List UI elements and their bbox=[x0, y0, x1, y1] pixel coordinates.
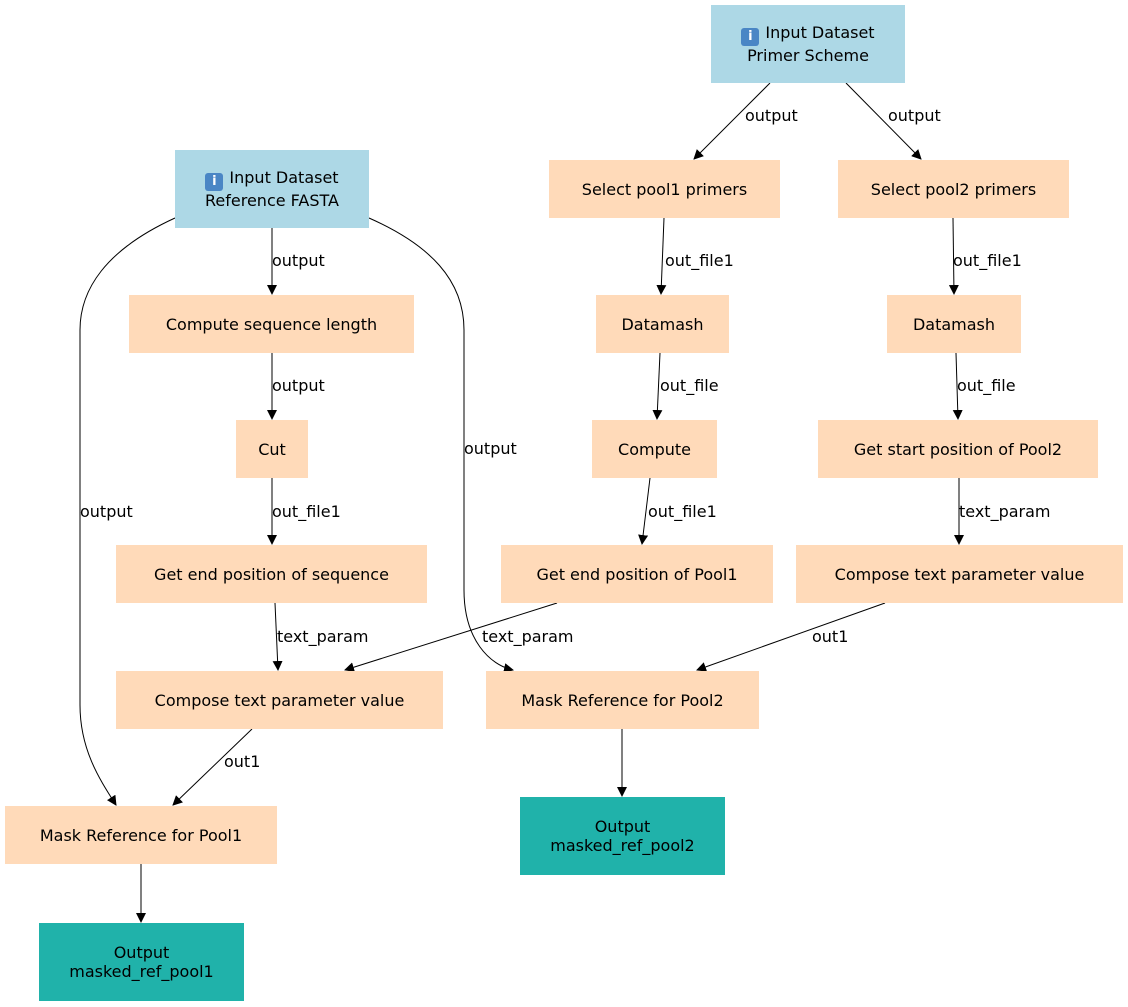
edge-label: out1 bbox=[812, 627, 849, 646]
node-mask-pool1-label: Mask Reference for Pool1 bbox=[39, 825, 243, 845]
edge-label: out_file1 bbox=[953, 251, 1022, 270]
edge-arrow bbox=[272, 602, 283, 671]
info-icon: i bbox=[205, 173, 224, 191]
node-output-pool1-line2: masked_ref_pool1 bbox=[69, 962, 214, 981]
edge-label: output bbox=[272, 251, 325, 270]
edge-arrow bbox=[696, 602, 886, 672]
node-compose-text-left: Compose text parameter value bbox=[116, 671, 443, 729]
node-output-pool2-line1: Output bbox=[594, 817, 651, 836]
node-get-end-pool1-label: Get end position of Pool1 bbox=[536, 564, 738, 584]
node-datamash-1-label: Datamash bbox=[621, 314, 704, 334]
edge-label: out_file bbox=[660, 376, 719, 395]
node-get-start-pool2-label: Get start position of Pool2 bbox=[853, 439, 1063, 459]
edge-arrow bbox=[952, 352, 963, 420]
edge-arrow bbox=[948, 217, 959, 295]
node-compute: Compute bbox=[592, 420, 717, 478]
node-mask-pool2: Mask Reference for Pool2 bbox=[486, 671, 759, 729]
edge-arrow bbox=[638, 477, 651, 545]
node-select-pool2: Select pool2 primers bbox=[838, 160, 1069, 218]
node-compose-text-right-label: Compose text parameter value bbox=[834, 564, 1085, 584]
edge-label: output bbox=[272, 376, 325, 395]
node-mask-pool1: Mask Reference for Pool1 bbox=[5, 806, 277, 864]
node-datamash-1: Datamash bbox=[596, 295, 729, 353]
node-compose-text-left-label: Compose text parameter value bbox=[154, 690, 405, 710]
node-compute-label: Compute bbox=[618, 439, 691, 459]
node-reference-fasta-line2: Reference FASTA bbox=[205, 191, 339, 210]
node-get-end-pool1: Get end position of Pool1 bbox=[501, 545, 773, 603]
node-get-end-seq: Get end position of sequence bbox=[116, 545, 427, 603]
node-output-pool1: Output masked_ref_pool1 bbox=[39, 923, 244, 1001]
edge-arrow bbox=[693, 82, 771, 160]
edge-label: out_file1 bbox=[648, 502, 717, 521]
node-output-pool2-line2: masked_ref_pool2 bbox=[550, 836, 695, 855]
node-mask-pool2-label: Mask Reference for Pool2 bbox=[521, 690, 724, 710]
edge-label: out_file bbox=[957, 376, 1016, 395]
node-select-pool2-label: Select pool2 primers bbox=[870, 179, 1037, 199]
node-output-pool1-line1: Output bbox=[113, 943, 170, 962]
node-reference-fasta: i Input Dataset Reference FASTA bbox=[175, 150, 369, 228]
node-cut: Cut bbox=[236, 420, 308, 478]
edge-arrow bbox=[172, 728, 253, 806]
node-output-pool2: Output masked_ref_pool2 bbox=[520, 797, 725, 875]
edge-arrow bbox=[656, 217, 667, 295]
node-reference-fasta-line1: Input Dataset bbox=[229, 168, 339, 187]
node-get-start-pool2: Get start position of Pool2 bbox=[818, 420, 1098, 478]
edge-label: text_param bbox=[277, 627, 369, 646]
node-select-pool1: Select pool1 primers bbox=[549, 160, 780, 218]
edge-arrow bbox=[79, 217, 176, 806]
edge-label: output bbox=[464, 439, 517, 458]
node-compute-seq-length-label: Compute sequence length bbox=[165, 314, 378, 334]
node-select-pool1-label: Select pool1 primers bbox=[581, 179, 748, 199]
node-cut-label: Cut bbox=[258, 439, 286, 459]
edge-label: output bbox=[80, 502, 133, 521]
info-icon: i bbox=[741, 28, 760, 46]
edge-arrow bbox=[368, 217, 514, 673]
edge-label: out1 bbox=[224, 752, 261, 771]
node-compose-text-right: Compose text parameter value bbox=[796, 545, 1123, 603]
edge-label: text_param bbox=[482, 627, 574, 646]
node-datamash-2: Datamash bbox=[887, 295, 1021, 353]
edge-label: output bbox=[745, 106, 798, 125]
edge-label: text_param bbox=[959, 502, 1051, 521]
node-primer-scheme: i Input Dataset Primer Scheme bbox=[711, 5, 905, 83]
node-primer-scheme-line2: Primer Scheme bbox=[747, 46, 869, 65]
edge-label: out_file1 bbox=[272, 502, 341, 521]
edge-arrow bbox=[652, 352, 663, 420]
edge-arrow bbox=[344, 602, 558, 673]
node-get-end-seq-label: Get end position of sequence bbox=[154, 564, 389, 584]
edge-label: output bbox=[888, 106, 941, 125]
node-compute-seq-length: Compute sequence length bbox=[129, 295, 414, 353]
edge-arrow bbox=[845, 82, 922, 160]
node-primer-scheme-line1: Input Dataset bbox=[765, 23, 875, 42]
node-datamash-2-label: Datamash bbox=[912, 314, 996, 334]
edge-label: out_file1 bbox=[665, 251, 734, 270]
